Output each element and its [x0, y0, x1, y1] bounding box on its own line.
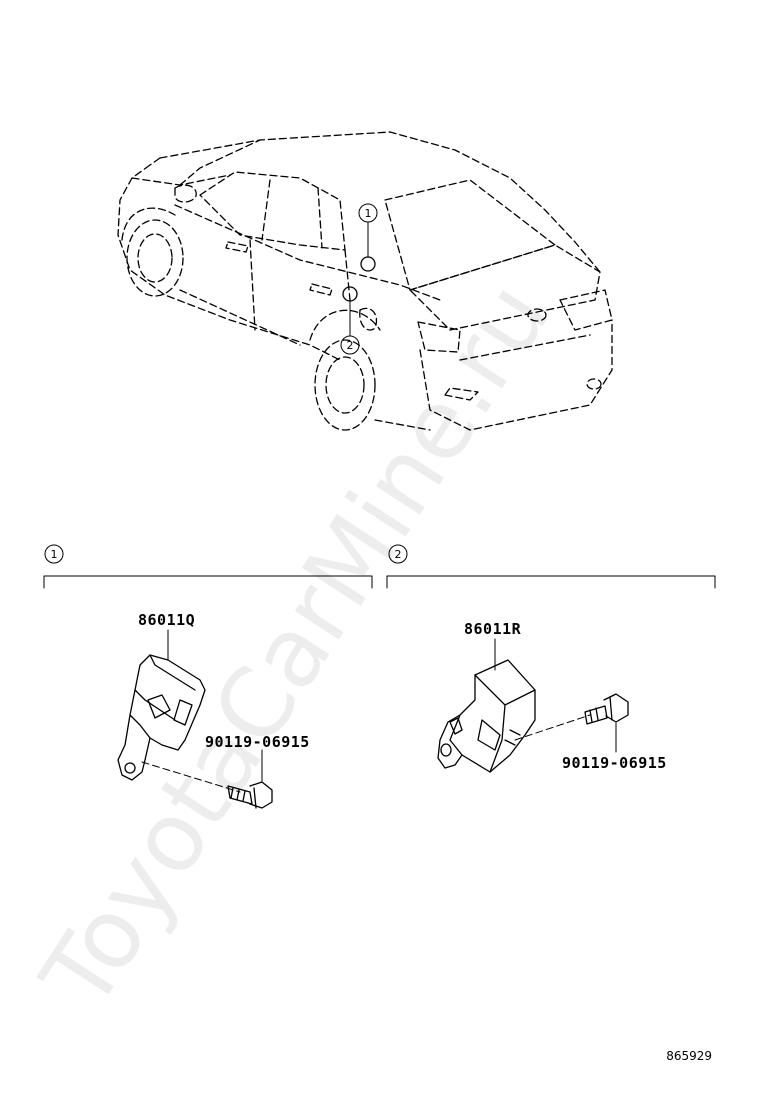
- sensor-2-drawing: [437, 659, 536, 773]
- section-2: 2 86011R 90119-06915: [386, 544, 716, 773]
- vehicle-callout-2-label: 2: [347, 339, 354, 352]
- sensor-bracket-1-drawing: [117, 654, 206, 781]
- illustration-number: 865929: [666, 1049, 712, 1063]
- section-1: 1 86011Q 90119-06915: [43, 544, 373, 809]
- sensor-location-marker-1: [360, 256, 376, 272]
- bolt-part-number-1[interactable]: 90119-06915: [205, 733, 310, 751]
- vehicle-callout-2: 2: [340, 300, 360, 355]
- part-number-86011r[interactable]: 86011R: [464, 620, 522, 638]
- vehicle-illustration: [117, 131, 613, 431]
- section-1-callout: 1: [51, 548, 58, 561]
- vehicle-callout-1-label: 1: [365, 207, 372, 220]
- bolt-2-drawing: [584, 693, 629, 725]
- part-number-86011q[interactable]: 86011Q: [138, 611, 195, 629]
- vehicle-callout-1: 1: [358, 203, 378, 258]
- section-2-callout: 2: [395, 548, 402, 561]
- bolt-1-drawing: [227, 781, 273, 809]
- watermark-text: ToyotaCarMine.ru: [20, 263, 571, 1028]
- bolt-part-number-2[interactable]: 90119-06915: [562, 754, 667, 772]
